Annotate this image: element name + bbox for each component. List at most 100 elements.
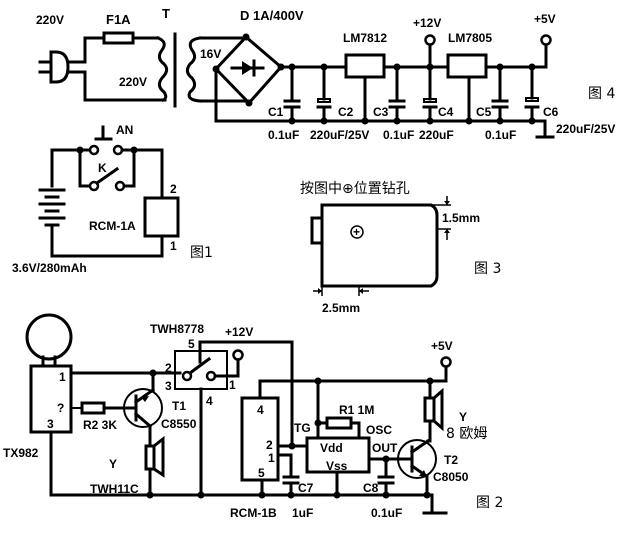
tx982-pin2: ? — [57, 401, 64, 415]
rcm-1a-pin1: 1 — [170, 239, 177, 253]
c4-label: C4 — [438, 105, 454, 119]
c6-value: 220uF/25V — [556, 122, 615, 136]
relay-pin1: 1 — [229, 378, 236, 392]
button-contact-left — [88, 144, 100, 156]
switch-k-label: K — [98, 161, 107, 175]
speaker-y-label: Y — [459, 410, 467, 424]
c2-label: C2 — [338, 105, 354, 119]
transformer-label: T — [162, 6, 170, 21]
rcm-1a-module — [143, 196, 180, 238]
c5-label: C5 — [476, 105, 492, 119]
c6-label: C6 — [543, 105, 559, 119]
osc-label: OSC — [366, 423, 392, 437]
lm7805-label: LM7805 — [448, 31, 492, 45]
transistor-t1 — [123, 371, 163, 429]
v5-label: +5V — [534, 12, 556, 26]
capacitor-c1 — [283, 63, 301, 125]
tx982-pin3: 3 — [47, 417, 54, 431]
c4-value: 220uF — [419, 128, 454, 142]
figure-4-power-supply: 220V F1A T D 1A/400V 220V 16V — [36, 6, 615, 142]
relay-switch-lever — [187, 356, 212, 376]
bridge-rectifier-label: D 1A/400V — [240, 8, 304, 23]
out-label: OUT — [372, 441, 398, 455]
rcm-1a-label: RCM-1A — [89, 219, 136, 233]
capacitor-c3 — [388, 63, 406, 125]
relay-pin4: 4 — [206, 394, 213, 408]
figure-1-transmitter: AN K RCM-1A 2 1 — [12, 123, 213, 275]
fuse — [102, 31, 135, 45]
c8-label: C8 — [363, 481, 379, 495]
buzzer-y-label: Y — [109, 457, 117, 471]
rcm-1b-pin2: 2 — [266, 438, 273, 452]
figure-3-drill-guide: 按图中⊕位置钻孔 + 1.5mm 2.5mm 图 3 — [300, 181, 501, 315]
diode-icon — [230, 59, 265, 77]
t1-type: C8550 — [161, 417, 197, 431]
rcm-1b-pin5: 5 — [258, 466, 265, 480]
resistor-r1 — [325, 416, 353, 430]
plus5v-terminal — [540, 34, 552, 46]
capacitor-c5 — [491, 63, 509, 125]
c3-value: 0.1uF — [383, 128, 414, 142]
tg-label: TG — [294, 421, 311, 435]
plus12v-terminal — [424, 34, 436, 46]
rcm-1b-pin4: 4 — [257, 403, 264, 417]
tx982-pin1: 1 — [59, 370, 66, 384]
battery-icon — [38, 188, 66, 227]
c1-value: 0.1uF — [268, 128, 299, 142]
switch-k-lever — [94, 166, 120, 186]
fuse-label: F1A — [106, 12, 131, 27]
rcm-1b-label: RCM-1B — [230, 506, 277, 520]
capacitor-c2 — [316, 63, 332, 125]
button-an-label: AN — [116, 123, 133, 137]
battery-label: 3.6V/280mAh — [12, 261, 87, 275]
relay-terminal — [232, 349, 244, 361]
figure-1-caption: 图1 — [190, 245, 213, 261]
mains-plug-icon — [38, 50, 87, 84]
c5-value: 0.1uF — [485, 128, 516, 142]
horizontal-dimension-label: 2.5mm — [322, 301, 360, 315]
t2-label: T2 — [444, 453, 458, 467]
ic-vdd-label: Vdd — [320, 441, 343, 455]
capacitor-c6 — [524, 63, 540, 125]
bridge-rectifier — [212, 33, 285, 107]
v5-label: +5V — [431, 339, 453, 353]
secondary-voltage-label: 16V — [200, 47, 221, 61]
vertical-dimension-label: 1.5mm — [442, 211, 480, 225]
r2-label: R2 3K — [83, 418, 117, 432]
r1-label: R1 1M — [339, 403, 374, 417]
resistor-r2 — [80, 401, 106, 415]
relay-pin5: 5 — [188, 337, 195, 351]
transformer-secondary-coil — [185, 36, 202, 103]
tx982-label: TX982 — [3, 446, 39, 460]
figure-3-caption: 图 3 — [474, 261, 501, 277]
relay-pin3: 3 — [165, 379, 172, 393]
transformer-primary-coil — [156, 36, 169, 102]
transistor-t2 — [397, 422, 437, 497]
figure-2-receiver: 1 ? 3 TX982 R2 3K T1 C8550 — [3, 313, 503, 520]
relay-v12-label: +12V — [225, 325, 253, 339]
mains-voltage-label: 220V — [36, 13, 64, 27]
rcm-1a-pin2: 2 — [170, 182, 177, 196]
t2-type: C8050 — [433, 470, 469, 484]
t1-label: T1 — [172, 399, 186, 413]
drill-instruction: 按图中⊕位置钻孔 — [300, 181, 410, 197]
regulator-lm7805 — [446, 53, 488, 79]
rcm-1b-pin1: 1 — [268, 451, 275, 465]
lm7812-label: LM7812 — [343, 31, 387, 45]
module-case-outline — [320, 203, 439, 288]
speaker-label: 8 欧姆 — [446, 426, 487, 442]
relay-label: TWH8778 — [150, 322, 204, 336]
c7-value: 1uF — [292, 506, 313, 520]
drill-hole-marker — [350, 225, 364, 239]
capacitor-c4 — [422, 63, 438, 125]
push-button-icon — [94, 125, 113, 141]
figure-4-caption: 图 4 — [588, 86, 615, 102]
v12-label: +12V — [413, 16, 441, 30]
c8-value: 0.1uF — [371, 506, 402, 520]
ic-vss-label: Vss — [326, 459, 348, 473]
speaker-icon — [423, 387, 444, 432]
primary-voltage-label: 220V — [119, 75, 147, 89]
c2-value: 220uF/25V — [310, 128, 369, 142]
buzzer-label: TWH11C — [90, 482, 139, 496]
